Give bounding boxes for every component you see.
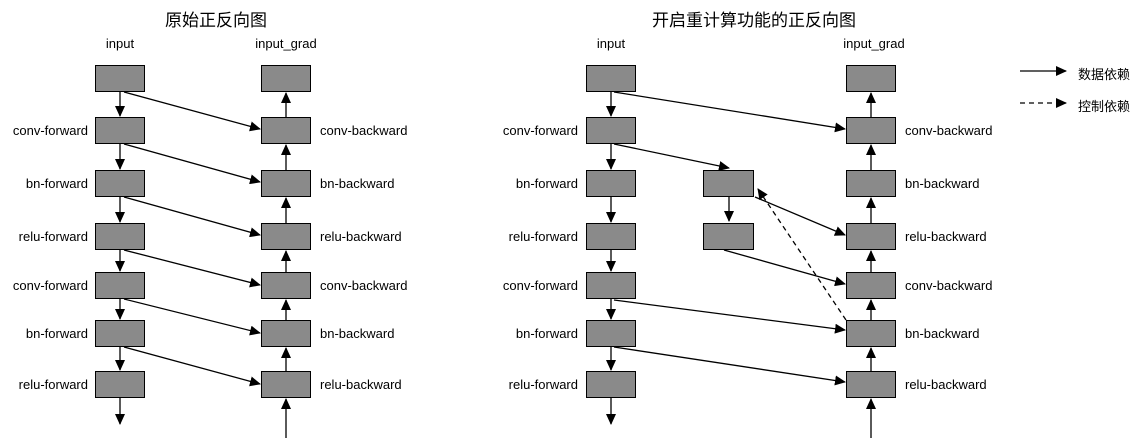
left-bn-backward-1-node [261, 170, 311, 197]
left-diagram-title: 原始正反向图 [165, 11, 267, 30]
right-backward-label: conv-backward [905, 123, 993, 138]
left-forward-label: conv-forward [12, 278, 88, 293]
left-forward-label: bn-forward [25, 326, 88, 341]
right-backward-label: relu-backward [905, 377, 987, 392]
left-conv-forward-1-node [95, 117, 145, 144]
right-input-node [586, 65, 636, 92]
left-input-grad-header: input_grad [255, 36, 317, 51]
right-conv-forward-2-node [586, 272, 636, 299]
right-relu-backward-1-node [846, 223, 896, 250]
right-relu-forward-2-node [586, 371, 636, 398]
right-conv-forward-1-node [586, 117, 636, 144]
right-conv-backward-2-node [846, 272, 896, 299]
right-recompute-bn-node [703, 170, 754, 197]
right-backward-label: bn-backward [905, 326, 980, 341]
right-input-grad-header: input_grad [843, 36, 905, 51]
right-backward-label: relu-backward [905, 229, 987, 244]
right-forward-label: bn-forward [515, 176, 578, 191]
legend-control-dependency-label: 控制依赖 [1078, 99, 1131, 114]
right-forward-label: conv-forward [502, 123, 578, 138]
left-conv-backward-2-node [261, 272, 311, 299]
right-bn-backward-2-node [846, 320, 896, 347]
legend-data-dependency-label: 数据依赖 [1078, 67, 1131, 82]
left-forward-label: conv-forward [12, 123, 88, 138]
left-forward-label: bn-forward [25, 176, 88, 191]
right-bn-forward-2-node [586, 320, 636, 347]
left-input-node [95, 65, 145, 92]
left-conv-backward-1-node [261, 117, 311, 144]
right-forward-label: bn-forward [515, 326, 578, 341]
right-control-dependency-arrow [757, 188, 847, 321]
right-input-header: input [596, 36, 626, 51]
left-backward-label: bn-backward [320, 176, 395, 191]
left-backward-label: relu-backward [320, 377, 402, 392]
right-recompute-relu-node [703, 223, 754, 250]
left-backward-label: relu-backward [320, 229, 402, 244]
left-forward-label: relu-forward [18, 377, 88, 392]
left-bn-backward-2-node [261, 320, 311, 347]
right-diagram-title: 开启重计算功能的正反向图 [652, 11, 856, 30]
right-input-grad-node [846, 65, 896, 92]
left-backward-label: conv-backward [320, 278, 408, 293]
right-forward-label: relu-forward [508, 229, 578, 244]
right-backward-label: conv-backward [905, 278, 993, 293]
left-input-header: input [105, 36, 135, 51]
left-bn-forward-2-node [95, 320, 145, 347]
left-forward-label: relu-forward [18, 229, 88, 244]
left-backward-label: conv-backward [320, 123, 408, 138]
left-relu-forward-1-node [95, 223, 145, 250]
left-relu-backward-1-node [261, 223, 311, 250]
left-backward-label: bn-backward [320, 326, 395, 341]
left-bn-forward-1-node [95, 170, 145, 197]
right-bn-forward-1-node [586, 170, 636, 197]
right-conv-backward-1-node [846, 117, 896, 144]
right-backward-label: bn-backward [905, 176, 980, 191]
left-relu-backward-2-node [261, 371, 311, 398]
right-relu-backward-2-node [846, 371, 896, 398]
left-conv-forward-2-node [95, 272, 145, 299]
right-forward-label: relu-forward [508, 377, 578, 392]
right-forward-label: conv-forward [502, 278, 578, 293]
right-bn-backward-1-node [846, 170, 896, 197]
left-relu-forward-2-node [95, 371, 145, 398]
right-relu-forward-1-node [586, 223, 636, 250]
left-input-grad-node [261, 65, 311, 92]
